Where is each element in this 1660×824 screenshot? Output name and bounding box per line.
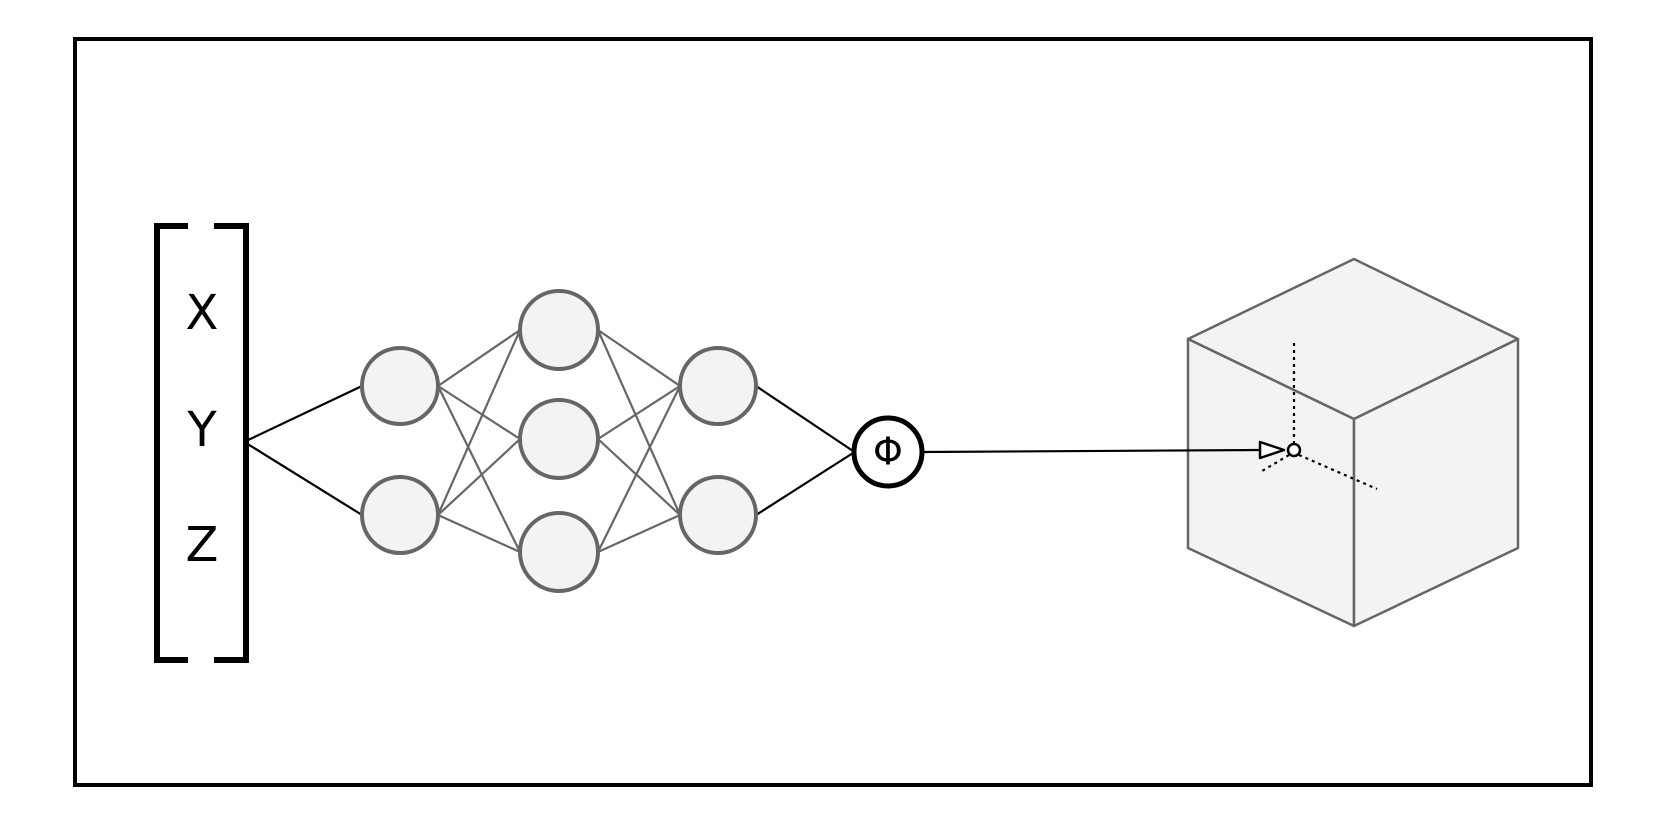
edge-l2n3-l3n2 [597, 513, 681, 554]
output-arrow-head [1258, 440, 1286, 460]
hidden-edges-1 [436, 329, 522, 554]
edge-l1n2-l2n1 [436, 329, 522, 516]
point-marker-icon [1286, 442, 1302, 458]
input-entry-x: X [186, 285, 219, 341]
axis-left [1261, 454, 1290, 472]
left-bracket [154, 223, 188, 663]
edge-l2n2-l3n1 [597, 385, 681, 440]
neuron-l2-2 [518, 398, 600, 480]
edge-l1n2-l2n3 [437, 513, 521, 554]
layer-2 [518, 289, 600, 593]
output-cube [1186, 257, 1520, 628]
edge-l1n2-l2n2 [437, 438, 521, 516]
edge-l2n1-l3n1 [597, 329, 681, 387]
edge-l3n2-phi [755, 452, 854, 516]
edge-l2n3-l3n1 [597, 385, 681, 553]
neuron-l2-3 [518, 511, 600, 593]
input-edges [245, 385, 363, 516]
neuron-l3-2 [678, 475, 758, 555]
edge-l3n1-phi [755, 385, 854, 452]
coordinate-axes-icon [1261, 342, 1378, 491]
input-entry-y: Y [186, 402, 217, 458]
output-edges [755, 385, 854, 516]
edge-l2n1-l3n2 [596, 329, 682, 516]
edge-l1n1-l2n2 [437, 385, 521, 440]
hidden-edges-2 [596, 329, 682, 554]
edge-input-to-l1n2 [245, 442, 363, 516]
neuron-l1-2 [360, 475, 440, 555]
neuron-l2-1 [518, 289, 600, 371]
axis-right [1298, 453, 1378, 491]
input-entry-z: Z [186, 517, 219, 573]
neuron-l3-1 [678, 346, 758, 426]
layer-1 [360, 346, 440, 555]
edge-l2n2-l3n2 [597, 438, 681, 516]
edge-l1n1-l2n1 [437, 329, 521, 387]
output-arrow-line [921, 448, 1263, 454]
neuron-l1-1 [360, 346, 440, 426]
edge-l1n1-l2n3 [437, 385, 521, 553]
cube-right-face [1352, 337, 1520, 628]
layer-3 [678, 346, 758, 555]
phi-symbol: Φ [873, 430, 903, 474]
phi-node: Φ [851, 415, 925, 489]
input-vector: X Y Z [154, 223, 249, 663]
edge-input-to-l1n1 [245, 385, 363, 442]
